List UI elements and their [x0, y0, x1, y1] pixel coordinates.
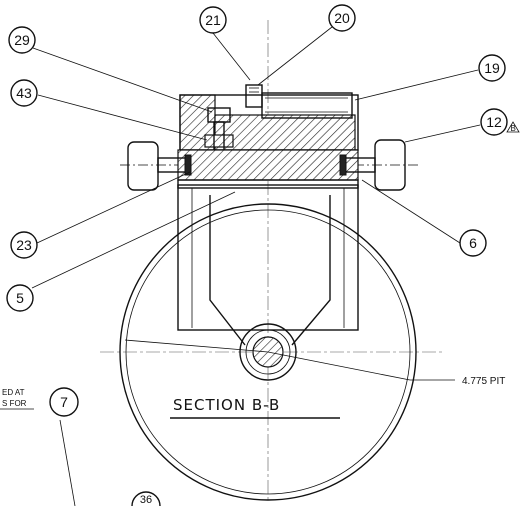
- balloon-21-label: 21: [205, 12, 221, 28]
- balloon-21: 21: [199, 6, 227, 34]
- balloon-23: 23: [10, 231, 38, 259]
- balloon-20-label: 20: [334, 10, 350, 26]
- leader-20: [257, 26, 333, 86]
- balloon-36-label: 36: [140, 494, 152, 506]
- balloon-19: 19: [478, 54, 506, 82]
- pendulum-arm: [209, 195, 331, 346]
- left-washer: [184, 154, 192, 176]
- balloon-6: 6: [459, 229, 487, 257]
- balloon-36: 36: [131, 491, 161, 506]
- leader-12: [404, 124, 481, 143]
- balloon-7: 7: [49, 387, 79, 417]
- leader-dimension: [124, 339, 411, 381]
- gear-inner-circle: [125, 209, 411, 495]
- hub-ring: [245, 329, 291, 375]
- top-cap: [261, 92, 353, 119]
- leader-5: [31, 191, 236, 289]
- leader-7: [59, 419, 76, 506]
- note-line-2: S FOR: [2, 399, 27, 408]
- balloon-29-label: 29: [14, 32, 30, 48]
- balloon-7-label: 7: [60, 394, 68, 410]
- balloon-12: 12 B: [480, 108, 520, 136]
- note-line-1: ED AT: [2, 388, 25, 397]
- balloon-43: 43: [10, 79, 38, 107]
- leader-21: [212, 32, 251, 81]
- leader-29: [32, 47, 213, 113]
- gear-pitch-circle: [119, 203, 417, 501]
- leader-6: [361, 179, 461, 244]
- revision-mark: B: [511, 124, 516, 133]
- balloon-19-label: 19: [484, 60, 500, 76]
- leader-19: [354, 69, 479, 101]
- balloon-6-label: 6: [469, 235, 477, 251]
- leader-43: [37, 94, 208, 141]
- revision-triangle: [506, 121, 520, 133]
- right-washer: [339, 154, 347, 176]
- middle-plate: [177, 149, 359, 181]
- balloon-23-label: 23: [16, 237, 32, 253]
- balloon-5: 5: [6, 284, 34, 312]
- balloon-5-label: 5: [16, 290, 24, 306]
- balloon-20: 20: [328, 4, 356, 32]
- top-block-center: [214, 114, 356, 151]
- balloon-43-label: 43: [16, 85, 32, 101]
- balloon-29: 29: [8, 26, 36, 54]
- left-knob: [127, 141, 159, 191]
- screw-21: [245, 84, 263, 108]
- pitch-dimension-label: 4.775 PIT: [462, 376, 505, 387]
- base-plate: [177, 179, 359, 189]
- hub-outer: [239, 323, 297, 381]
- section-title: SECTION B-B: [173, 396, 280, 414]
- bolt-43-nut: [204, 134, 234, 148]
- leader-23: [36, 171, 191, 244]
- balloon-12-label: 12: [486, 114, 502, 130]
